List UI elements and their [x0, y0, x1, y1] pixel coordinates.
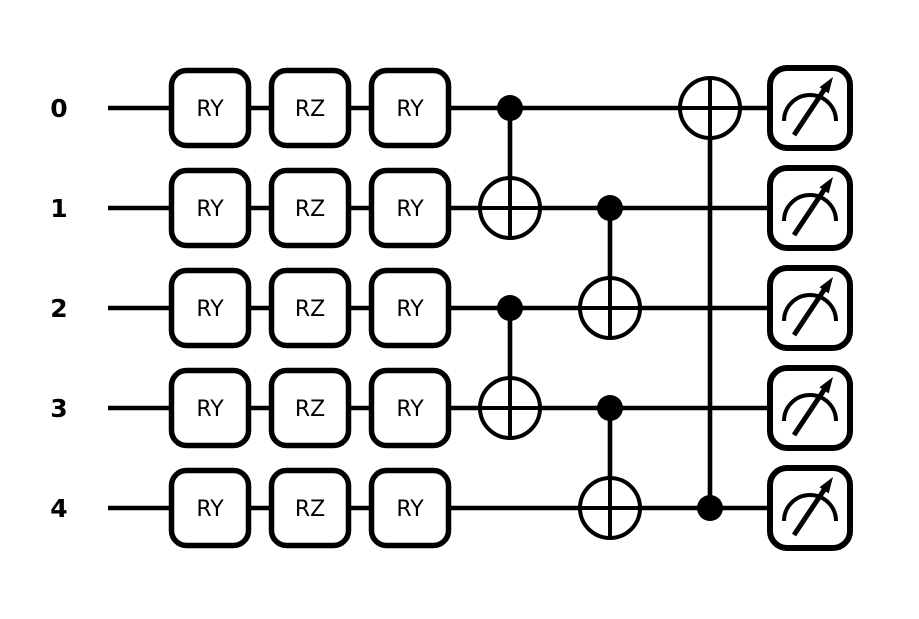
meter-arc [782, 293, 838, 322]
measure-gate [767, 65, 853, 151]
gate-label: RY [196, 397, 224, 422]
cnot-target-icon [578, 276, 642, 340]
meter-icon [782, 277, 838, 337]
gate-label: RZ [295, 497, 325, 522]
cnot-target-icon [478, 176, 542, 240]
gate-box-outline [368, 267, 452, 349]
gate-box: RZ [268, 367, 352, 449]
gate-box-outline [368, 67, 452, 149]
gate-label: RZ [295, 197, 325, 222]
gate-box-outline [268, 67, 352, 149]
cnot-control-dot [497, 295, 523, 321]
gate-label: RY [196, 497, 224, 522]
gate-box-outline [368, 367, 452, 449]
gate-label: RY [396, 97, 424, 122]
gate-box: RZ [268, 67, 352, 149]
gate-box-outline [168, 167, 252, 249]
cnot-control-dot [697, 495, 723, 521]
gate-box: RY [368, 67, 452, 149]
meter-needle-arrowhead [819, 477, 833, 494]
meter-needle-arrowhead [819, 77, 833, 94]
cnot-target-icon [478, 376, 542, 440]
gate-box: RY [368, 467, 452, 549]
qubit-label: 1 [50, 194, 67, 223]
gate-box-outline [168, 67, 252, 149]
gate-label: RZ [295, 297, 325, 322]
gate-box-outline [268, 167, 352, 249]
qubit-label: 2 [50, 294, 67, 323]
meter-icon [782, 377, 838, 437]
qubit-label: 0 [50, 94, 67, 123]
gate-box-outline [168, 467, 252, 549]
gate-label: RY [396, 297, 424, 322]
gate-label: RZ [295, 97, 325, 122]
meter-arc [782, 93, 838, 122]
gate-box-outline [268, 467, 352, 549]
gate-label: RY [396, 197, 424, 222]
meter-needle [791, 88, 827, 137]
gate-box-outline [368, 467, 452, 549]
measure-gate [767, 465, 853, 551]
gate-box: RY [168, 367, 252, 449]
meter-needle-arrowhead [819, 377, 833, 394]
measure-gate [767, 265, 853, 351]
meter-needle-arrowhead [819, 177, 833, 194]
meter-needle [791, 488, 827, 537]
gate-box-outline [268, 367, 352, 449]
cnot-target-icon [678, 76, 742, 140]
qubit-label: 3 [50, 394, 67, 423]
cnot-control-dot [597, 395, 623, 421]
gate-label: RY [196, 197, 224, 222]
gate-box-outline [268, 267, 352, 349]
gate-box: RY [368, 367, 452, 449]
gate-label: RY [196, 97, 224, 122]
gate-box: RZ [268, 267, 352, 349]
meter-arc [782, 193, 838, 222]
gate-box: RY [168, 267, 252, 349]
cnot-control-dot [497, 95, 523, 121]
gate-box: RY [168, 467, 252, 549]
gate-box-outline [168, 267, 252, 349]
gate-label: RZ [295, 397, 325, 422]
gate-box: RY [168, 167, 252, 249]
meter-icon [782, 177, 838, 237]
gate-box: RY [168, 67, 252, 149]
gate-label: RY [196, 297, 224, 322]
meter-needle [791, 388, 827, 437]
cnot-control-dot [597, 195, 623, 221]
meter-needle [791, 188, 827, 237]
gate-box: RY [368, 267, 452, 349]
meter-icon [782, 77, 838, 137]
gate-label: RY [396, 397, 424, 422]
gate-box: RZ [268, 467, 352, 549]
gate-box: RZ [268, 167, 352, 249]
cnot-target-icon [578, 476, 642, 540]
measure-gate [767, 365, 853, 451]
measure-gate [767, 165, 853, 251]
meter-needle [791, 288, 827, 337]
meter-arc [782, 393, 838, 422]
gate-label: RY [396, 497, 424, 522]
qubit-label: 4 [50, 494, 67, 523]
gate-box-outline [168, 367, 252, 449]
gate-box: RY [368, 167, 452, 249]
meter-icon [782, 477, 838, 537]
meter-needle-arrowhead [819, 277, 833, 294]
meter-arc [782, 493, 838, 522]
gate-box-outline [368, 167, 452, 249]
